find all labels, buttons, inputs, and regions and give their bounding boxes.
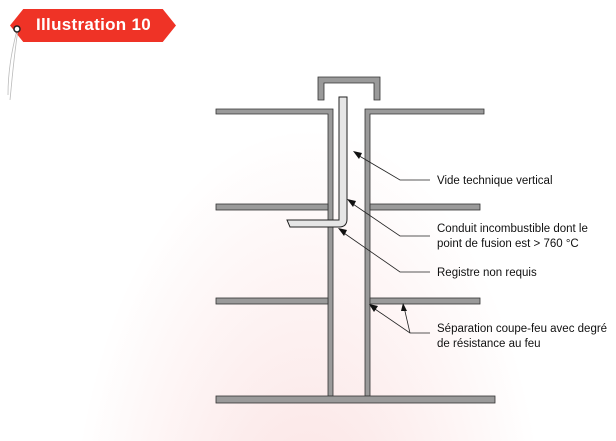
- floor-slab-2-right: [369, 203, 481, 211]
- left-shaft-wall: [215, 108, 334, 397]
- right-shaft-wall: [364, 108, 485, 397]
- floor-slab-bottom: [215, 395, 496, 404]
- label-separation-line1: Séparation coupe-feu avec degré: [437, 323, 607, 335]
- label-vide-technique: Vide technique vertical: [437, 175, 553, 187]
- incombustible-duct: [286, 96, 348, 228]
- floor-slab-2-left: [215, 203, 329, 211]
- floor-slab-3-right: [369, 297, 481, 305]
- leader-lines: [340, 153, 430, 334]
- label-conduit-line2: point de fusion est > 760 °C: [437, 238, 579, 250]
- label-conduit-line1: Conduit incombustible dont le: [437, 223, 588, 235]
- illustration-tag: [10, 9, 176, 42]
- floor-slab-3-left: [215, 297, 329, 305]
- tag-string: [7, 29, 19, 101]
- label-registre: Registre non requis: [437, 267, 537, 279]
- illustration-title: Illustration 10: [36, 15, 152, 34]
- tag-hole: [13, 25, 21, 33]
- label-separation-line2: de résistance au feu: [437, 338, 541, 350]
- shaft-cap: [317, 76, 381, 101]
- arrowheads: [338, 151, 407, 312]
